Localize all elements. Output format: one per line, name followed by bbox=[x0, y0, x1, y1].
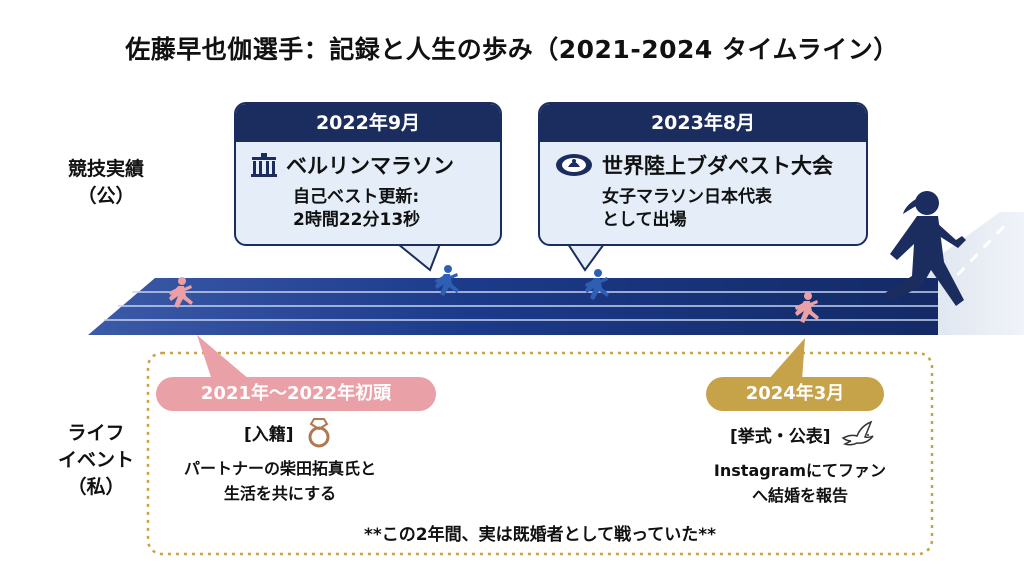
runner-pink-left-icon bbox=[169, 277, 193, 308]
event-title: 世界陸上ブダペスト大会 bbox=[602, 154, 833, 178]
callout-date: 2023年8月 bbox=[540, 104, 866, 142]
event-details: 自己ベスト更新: 2時間22分13秒 bbox=[293, 186, 500, 232]
public-lane-label-line: （公） bbox=[77, 185, 135, 207]
event-title-row: ベルリンマラソン bbox=[250, 150, 500, 180]
pink-connector bbox=[197, 335, 250, 380]
life-event-detail-line: パートナーの柴田拓真氏と bbox=[183, 459, 376, 478]
gold-connector bbox=[768, 338, 805, 380]
date-pill-pink: 2021年〜2022年初頭 bbox=[156, 377, 436, 411]
large-runner-silhouette-icon bbox=[885, 191, 966, 306]
ring-icon bbox=[308, 418, 330, 448]
footer-note: **この2年間、実は既婚者として戦っていた** bbox=[363, 525, 717, 545]
page-title: 佐藤早也伽選手：記録と人生の歩み（2021-2024 タイムライン） bbox=[125, 35, 899, 64]
budapest-emblem-icon bbox=[556, 154, 592, 176]
event-title: ベルリンマラソン bbox=[286, 154, 454, 178]
dove-icon bbox=[841, 420, 874, 446]
private-lane-label-line: ライフ bbox=[67, 422, 125, 444]
private-lane-label: ライフ イベント （私） bbox=[36, 420, 156, 501]
date-pill-gold: 2024年3月 bbox=[706, 377, 884, 411]
event-detail-line: 自己ベスト更新: bbox=[293, 187, 420, 207]
public-lane-label-line: 競技実績 bbox=[67, 158, 144, 180]
callout-date: 2022年9月 bbox=[236, 104, 500, 142]
life-event-detail-line: Instagramにてファン bbox=[713, 461, 887, 480]
runner-blue-1-icon bbox=[435, 265, 459, 296]
event-detail-line: 2時間22分13秒 bbox=[293, 210, 421, 230]
event-detail-line: 女子マラソン日本代表 bbox=[602, 187, 772, 207]
life-event-heading: [入籍] bbox=[244, 424, 294, 445]
private-lane-label-line: イベント bbox=[57, 449, 134, 471]
callout-berlin-marathon: 2022年9月 ベルリンマラソン 自己ベスト更新: 2時間22分13秒 bbox=[234, 102, 502, 246]
callout-world-athletics-budapest: 2023年8月 世界陸上ブダペスト大会 女子マラソン日本代表 として出場 bbox=[538, 102, 868, 246]
runner-pink-right-icon bbox=[795, 292, 819, 323]
life-event-details: パートナーの柴田拓真氏と 生活を共にする bbox=[150, 456, 410, 506]
life-event-detail-line: 生活を共にする bbox=[223, 484, 337, 503]
event-details: 女子マラソン日本代表 として出場 bbox=[602, 186, 866, 232]
life-event-details: Instagramにてファン へ結婚を報告 bbox=[680, 458, 920, 508]
life-event-detail-line: へ結婚を報告 bbox=[751, 486, 848, 505]
event-detail-line: として出場 bbox=[602, 210, 687, 230]
private-lane-label-line: （私） bbox=[67, 476, 125, 498]
public-lane-label: 競技実績 （公） bbox=[46, 156, 166, 210]
life-event-heading-row: [挙式・公表] bbox=[730, 420, 875, 448]
event-title-row: 世界陸上ブダペスト大会 bbox=[554, 150, 866, 180]
life-event-heading: [挙式・公表] bbox=[730, 426, 831, 447]
brandenburg-gate-icon bbox=[251, 153, 277, 177]
life-event-heading-row: [入籍] bbox=[244, 416, 334, 448]
life-events-frame bbox=[146, 351, 934, 556]
callout-pointer bbox=[566, 243, 606, 272]
runner-blue-2-icon bbox=[585, 269, 609, 300]
callout-pointer bbox=[395, 243, 442, 272]
